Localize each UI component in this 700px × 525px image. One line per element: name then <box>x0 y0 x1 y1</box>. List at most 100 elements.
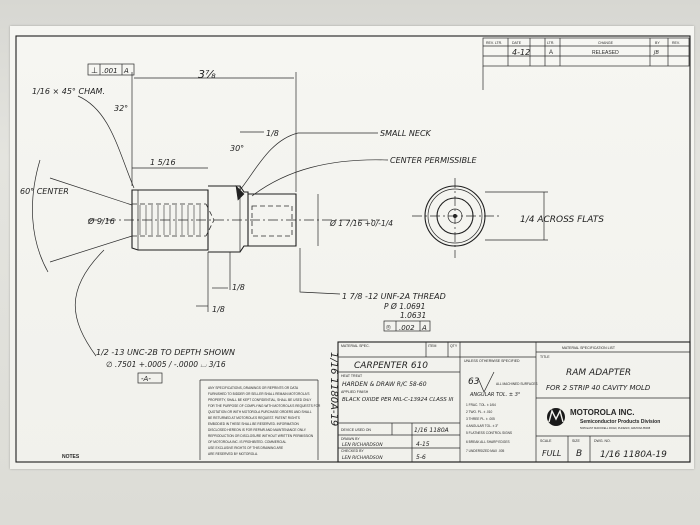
rev-date: 4-12 <box>512 48 530 57</box>
qty-label: QTY <box>450 344 458 348</box>
heat-treat-value: HARDEN & DRAW R/C 58-60 <box>342 381 427 388</box>
material-spec-list-label: MATERIAL SPECIFICATION LIST <box>562 346 616 350</box>
chamfer-label: 1/16 × 45° CHAM. <box>32 87 105 96</box>
company-name: MOTOROLA INC. <box>570 408 634 417</box>
legal-line-7: DISCLOSED HEREON IS FOR REPAIR AND MAINT… <box>208 428 307 432</box>
division-name: Semiconductor Products Division <box>580 419 660 425</box>
overall-length-label: 3⅞ <box>198 68 216 81</box>
perp-tolerance-frame <box>87 63 135 76</box>
checked-by-value: LEN RICHARDSON <box>342 455 383 461</box>
small-neck-callout: SMALL NECK <box>380 129 432 138</box>
motorola-logo-icon <box>547 408 565 426</box>
checked-by-label: CHECKED BY <box>341 449 364 453</box>
perp-symbol: ⊥ <box>91 66 98 75</box>
title-line-2: FOR 2 STRIP 40 CAVITY MOLD <box>546 384 651 392</box>
small-note-4: 5 FLATNESS CONTROL SIGNS <box>466 431 512 435</box>
title-line-1: RAM ADAPTER <box>566 368 631 378</box>
rev-header-0: REV. LTR. <box>486 41 502 45</box>
center-permissible-callout: CENTER PERMISSIBLE <box>390 156 478 165</box>
body-offset-label: 1 5/16 <box>150 158 176 167</box>
rev-letter: A <box>549 50 553 56</box>
center-angle-label: 60° CENTER <box>20 187 69 196</box>
legal-line-5: BE RETURNED AT MOTOROLA'S REQUEST. PATEN… <box>208 416 300 420</box>
angular-tol: ANGULAR TOL. ± 3° <box>469 392 521 398</box>
legal-line-9: OF MOTOROLA INC. IS PROHIBITED. COMMERCI… <box>208 440 286 444</box>
rev-header-5: REV. <box>672 41 680 45</box>
rev-header-2: LTR. <box>547 41 554 45</box>
scale-label: SCALE <box>540 439 552 443</box>
checked-date: 5-6 <box>416 454 426 461</box>
datum-a-label: -A- <box>141 375 151 383</box>
revision-block: REV. LTR. DATE LTR. CHANGE BY REV. 4-12 … <box>482 37 690 90</box>
size-label: SIZE <box>572 439 580 443</box>
neck-width-label: 1/8 <box>266 129 279 138</box>
finish-mark: 63 <box>468 377 480 387</box>
device-used-on-value: 1/16 1180A <box>414 427 449 434</box>
bore-dia-callout: ∅ .7501 +.0005 / -.0000 ⌴ 3/16 <box>106 360 226 369</box>
across-flats-label: 1/4 ACROSS FLATS <box>520 215 604 225</box>
runout-symbol: ⌾ <box>386 323 391 332</box>
legal-line-2: PROPERTY, SHALL BE KEPT CONFIDENTIAL, SH… <box>208 398 312 402</box>
size-value: B <box>576 449 582 459</box>
finish-value: BLACK OXIDE PER MIL-C-13924 CLASS III <box>342 397 454 403</box>
legal-line-0: ANY SPECIFICATIONS, DRAWINGS OR REPRINTS… <box>208 386 299 390</box>
legal-line-11: ARE RESERVED BY MOTOROLA. <box>208 452 258 456</box>
drawn-by-label: DRAWN BY <box>341 437 360 441</box>
device-used-on-label: DEVICE USED ON <box>341 428 371 432</box>
finish-label: APPLIED FINISH <box>341 390 369 394</box>
perp-tol-value: .001 <box>102 67 118 75</box>
perp-datum: A <box>123 67 129 75</box>
legal-line-3: FOR THE PURPOSE OF COMPLYING WITH MOTORO… <box>208 404 321 408</box>
rev-header-4: BY <box>655 41 660 45</box>
small-note-6: 7 UNDERSIZED MAX .005 <box>466 449 504 453</box>
runout-value: .002 <box>399 324 415 332</box>
rev-header-3: CHANGE <box>598 41 614 45</box>
drawn-date: 4-15 <box>416 441 430 448</box>
len-a-label: 1/8 <box>232 283 245 292</box>
part-side-view <box>49 177 380 263</box>
runout-frame <box>383 320 431 332</box>
bore-thread-callout: 1/2 -13 UNC-2B TO DEPTH SHOWN <box>96 348 235 357</box>
small-note-5: 6 BREAK ALL SHARP EDGES <box>466 440 510 444</box>
small-note-1: 2 TWO. PL. ± .010 <box>466 410 493 414</box>
material-value: CARPENTER 610 <box>354 361 428 371</box>
small-note-2: 3 THREE PL. ± .005 <box>466 417 495 421</box>
pitch-dia-callout: P Ø 1.0691 <box>384 302 425 311</box>
dwg-no-label: DWG. NO. <box>594 439 611 443</box>
small-note-3: 4 ANGULAR TOL. ± 3° <box>466 424 499 428</box>
notes-label: NOTES <box>62 454 80 460</box>
company-address: 5005 EAST McDOWELL ROAD, PHOENIX, ARIZON… <box>580 426 651 430</box>
drawing-sheet <box>10 26 694 469</box>
dimension-annotations: ⊥ .001 A 3⅞ 1/16 × 45° CHAM. 32° 1/8 30°… <box>20 63 393 314</box>
legal-line-1: FURNISHED TO BIDDER OR SELLER SHALL REMA… <box>208 392 309 396</box>
drawn-by-value: LEN RICHARDSON <box>342 442 383 448</box>
legal-notice: ANY SPECIFICATIONS, DRAWINGS OR REPRINTS… <box>199 379 321 460</box>
material-spec-label: MATERIAL SPEC. <box>341 344 370 348</box>
body-dia-label: Ø 1 7/16 +0/-1/4 <box>329 219 393 228</box>
thread-callout: 1 7/8 -12 UNF-2A THREAD <box>342 292 446 301</box>
tolerance-label: UNLESS OTHERWISE SPECIFIED <box>464 359 520 363</box>
title-block: MATERIAL SPEC. CARPENTER 610 ITEM QTY UN… <box>337 341 691 463</box>
callout-annotations: SMALL NECK CENTER PERMISSIBLE 1 7/8 -12 … <box>74 129 478 384</box>
scale-value: FULL <box>542 449 561 458</box>
side-drawing-number: 1/16 1180A-19 <box>328 352 339 426</box>
rev-header-1: DATE <box>512 41 522 45</box>
surface-text: ALL MACHINED SURFACES <box>496 382 538 386</box>
small-note-0: 1 FRAC. TOL. ± 1/64 <box>466 403 496 407</box>
legal-line-8: REPRODUCTION OR DISCLOSURE WITHOUT WRITT… <box>208 434 314 438</box>
angle-32-label: 32° <box>114 104 128 113</box>
pitch-dia-callout-2: 1.0631 <box>400 311 426 320</box>
len-b-label: 1/8 <box>212 305 225 314</box>
angle-30-label: 30° <box>230 144 244 153</box>
rev-by: JB <box>653 50 659 56</box>
part-end-view: 1/4 ACROSS FLATS <box>412 178 604 258</box>
title-label: TITLE <box>540 355 550 359</box>
legal-line-6: EMBODIED IN THESE SHALL BE RESERVED. INF… <box>208 422 299 426</box>
legal-line-10: USE EXCLUSIVE RIGHTS OF THIS DRAWING ARE <box>208 446 283 450</box>
pilot-dia-label: Ø 9/16 <box>87 216 115 226</box>
rev-change: RELEASED <box>592 50 619 56</box>
item-label: ITEM <box>428 344 436 348</box>
runout-datum: A <box>421 324 427 332</box>
legal-line-4: QUOTATION OR WITH MOTOROLA PURCHASE ORDE… <box>208 410 312 414</box>
